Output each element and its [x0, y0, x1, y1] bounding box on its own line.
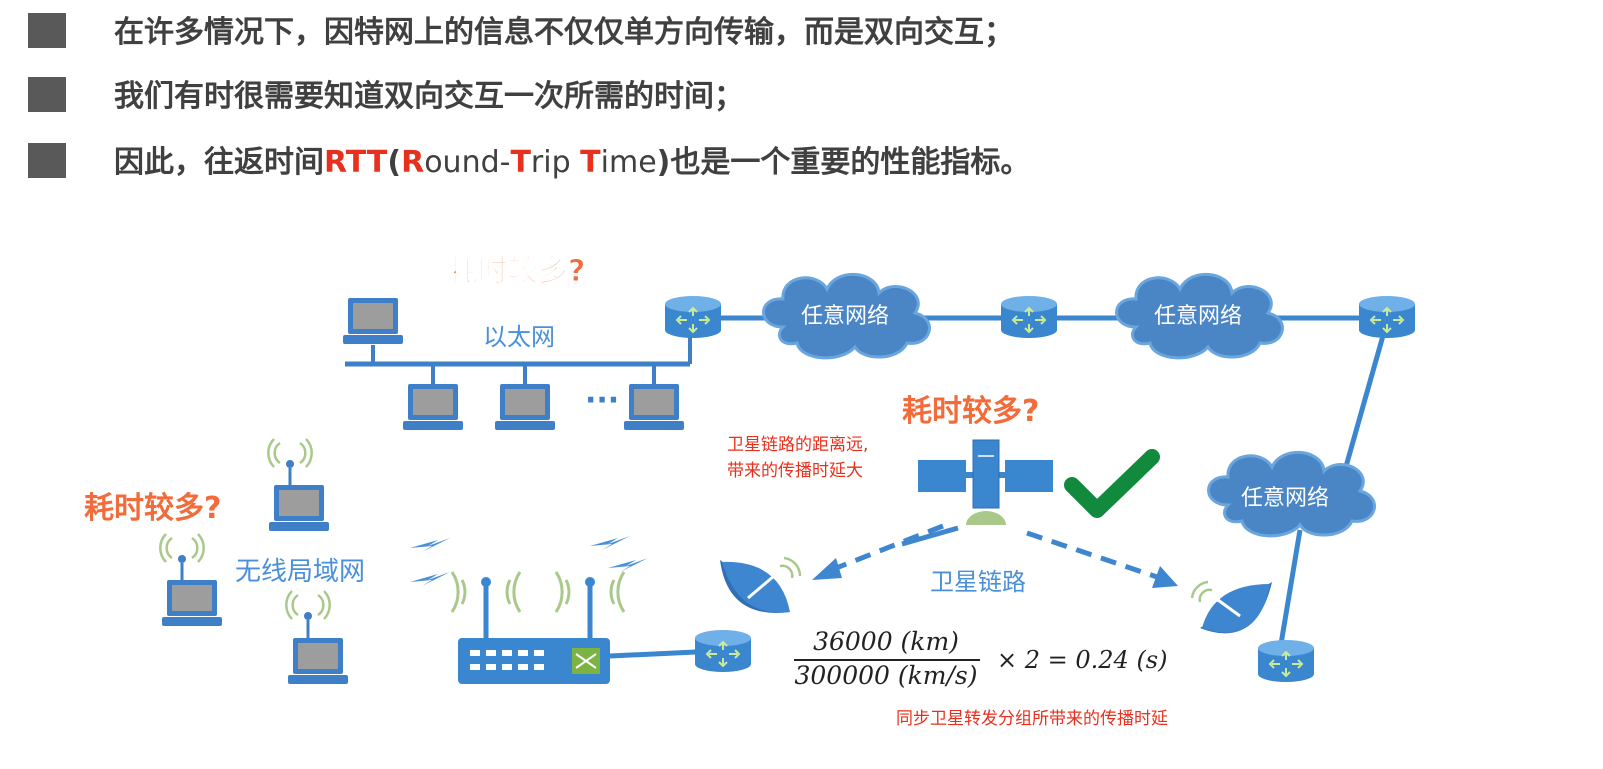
formula-denominator: 300000 (km/s) — [795, 661, 978, 690]
satellite-note-line-2: 带来的传播时延大 — [727, 461, 863, 481]
wireless-host-icon — [288, 638, 348, 684]
ethernet-host-icon — [495, 384, 555, 430]
router-icon — [1358, 295, 1416, 339]
bullet-square — [28, 143, 66, 178]
formula-numerator: 36000 (km) — [813, 627, 959, 656]
router-icon — [1257, 639, 1315, 683]
satellite-distance-note: 卫星链路的距离远, 带来的传播时延大 — [727, 432, 868, 484]
ethernet-host-icon — [403, 384, 463, 430]
satellite-link-arrows — [812, 523, 1178, 588]
wlan-segment: 无线局域网 — [159, 437, 365, 684]
wireless-signal-icon — [590, 536, 630, 550]
ethernet-host-icon — [624, 384, 684, 430]
satellite-dish-left-icon — [720, 556, 802, 613]
cloud-label-1: 任意网络 — [801, 304, 889, 329]
bullet-2: 我们有时很需要知道双向交互一次所需的时间； — [28, 65, 744, 125]
cloud-label-3: 任意网络 — [1241, 486, 1329, 511]
satellite-icon — [918, 439, 1053, 525]
access-point-icon — [450, 571, 626, 684]
ethernet-label: 以太网 — [483, 323, 555, 351]
bullet-text: 因此，往返时间RTT(Round-Trip Time)也是一个重要的性能指标。 — [114, 145, 1031, 180]
geostationary-delay-note: 同步卫星转发分组所带来的传播时延 — [896, 709, 1168, 729]
ethernet-segment: ··· 以太网 — [343, 298, 692, 430]
bullet-square — [28, 77, 66, 112]
rtt-acronym: RTT — [324, 145, 388, 180]
bullet-square — [28, 13, 66, 48]
check-icon — [1064, 449, 1160, 518]
wireless-host-icon — [269, 485, 329, 531]
router-icon — [664, 295, 722, 339]
satellite-dish-right-icon — [1190, 580, 1272, 634]
wireless-signal-icon — [608, 558, 648, 572]
wireless-host-icon — [162, 580, 222, 626]
formula-result: × 2 = 0.24 (s) — [997, 646, 1167, 674]
question-label-wlan: 耗时较多? — [84, 491, 221, 526]
wireless-signal-icon — [410, 572, 450, 586]
ethernet-ellipsis: ··· — [585, 383, 619, 418]
satellite-note-line-1: 卫星链路的距离远, — [727, 435, 869, 455]
wireless-signal-icon — [410, 538, 450, 552]
router-icon — [1000, 295, 1058, 339]
router-icon — [694, 629, 752, 673]
wlan-label: 无线局域网 — [235, 557, 365, 587]
bullet-text: 在许多情况下，因特网上的信息不仅仅单方向传输，而是双向交互； — [114, 15, 1014, 50]
satellite-link-label: 卫星链路 — [930, 568, 1026, 596]
bullet-3: 因此，往返时间RTT(Round-Trip Time)也是一个重要的性能指标。 — [28, 131, 1030, 191]
bullet-text: 我们有时很需要知道双向交互一次所需的时间； — [114, 79, 744, 114]
bullet-1: 在许多情况下，因特网上的信息不仅仅单方向传输，而是双向交互； — [28, 1, 1014, 61]
question-label-ethernet: 耗时较多? — [448, 254, 585, 289]
cloud-label-2: 任意网络 — [1154, 304, 1242, 329]
propagation-delay-formula: 36000 (km) 300000 (km/s) × 2 = 0.24 (s) — [794, 627, 1167, 690]
ethernet-host-icon — [343, 298, 403, 344]
question-label-satellite: 耗时较多? — [902, 394, 1039, 429]
